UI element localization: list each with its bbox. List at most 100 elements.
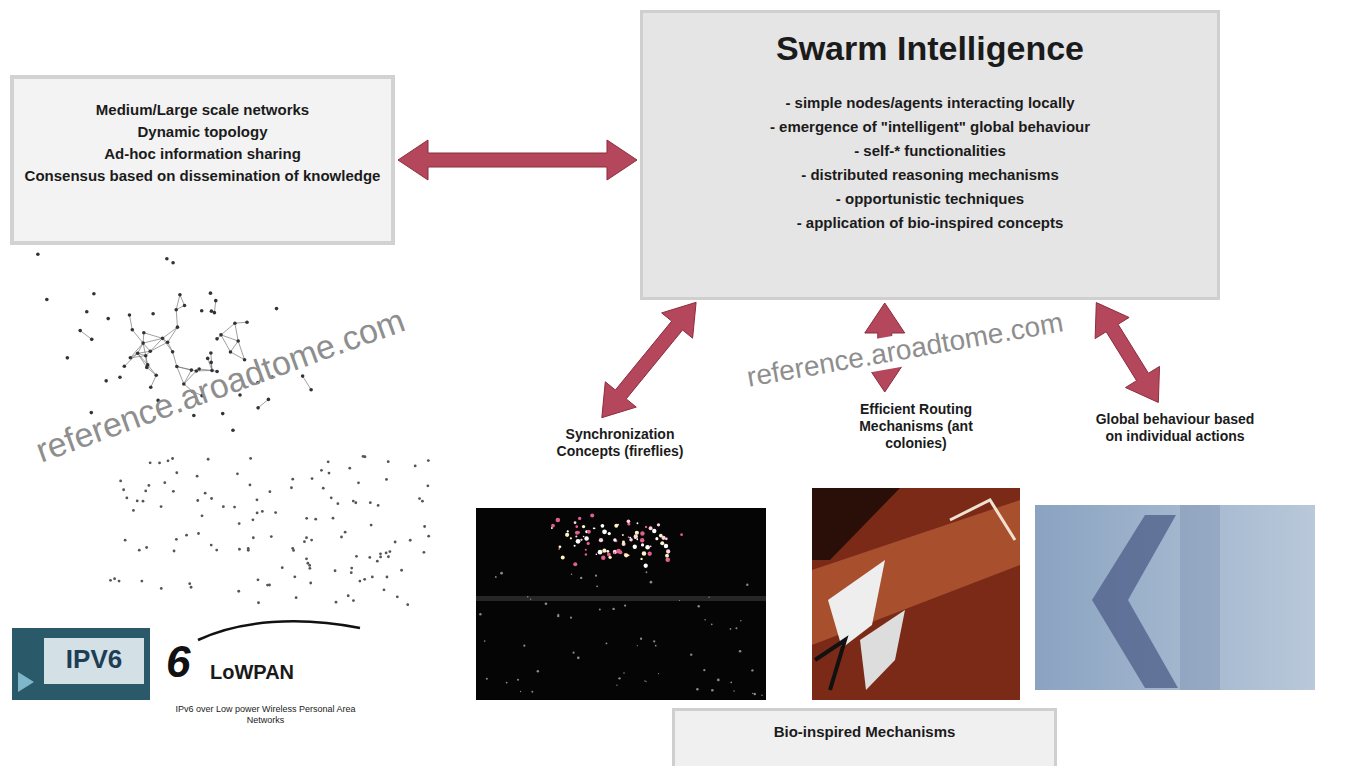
firefly-dot <box>618 550 622 554</box>
ant-leg <box>815 640 845 690</box>
network-dot <box>310 539 313 542</box>
box-text: - distributed reasoning mechanisms <box>653 163 1207 187</box>
network-dot <box>385 552 388 555</box>
network-dot <box>427 535 430 538</box>
box-text: - emergence of "intelligent" global beha… <box>653 115 1207 139</box>
firefly-dot <box>746 584 748 586</box>
network-dot <box>106 317 110 321</box>
panel-caption: Synchronization Concepts (fireflies) <box>540 426 700 460</box>
firefly-dot <box>622 534 624 536</box>
firefly-dot <box>664 544 668 548</box>
network-dot <box>176 325 180 329</box>
network-dot <box>306 562 309 565</box>
network-dot <box>257 601 260 604</box>
network-link <box>221 323 235 335</box>
network-dot <box>252 518 255 521</box>
firefly-dot <box>708 597 709 598</box>
box-text: - self-* functionalities <box>653 139 1207 163</box>
firefly-dot <box>735 627 737 629</box>
firefly-dot <box>666 549 670 553</box>
firefly-dot <box>557 614 559 616</box>
firefly-dot <box>650 581 653 584</box>
network-dot <box>377 504 380 507</box>
firefly-dot <box>660 541 664 545</box>
network-dot <box>141 341 145 345</box>
network-dot <box>158 462 161 465</box>
network-dot <box>237 590 240 593</box>
network-link <box>163 338 173 351</box>
box-text: Consensus based on dissemination of know… <box>24 165 381 187</box>
network-dot <box>303 540 306 543</box>
concept-box: Swarm Intelligence- simple nodes/agents … <box>640 10 1220 300</box>
network-dot <box>383 588 386 591</box>
network-dot <box>45 298 49 302</box>
network-dot <box>160 505 163 508</box>
firefly-dot <box>645 545 650 550</box>
ipv6-logo-panel <box>44 638 144 684</box>
network-dot <box>423 525 426 528</box>
network-dot <box>209 361 213 365</box>
network-dot <box>118 580 121 583</box>
firefly-dot <box>640 531 644 535</box>
firefly-dot <box>665 537 668 540</box>
firefly-dot <box>590 513 594 517</box>
network-dot <box>171 350 175 354</box>
network-dot <box>267 398 271 402</box>
ipv6-logo-mark <box>18 672 34 692</box>
network-dot <box>174 308 178 312</box>
firefly-dot <box>680 533 683 536</box>
network-dot <box>387 555 390 558</box>
network-dot <box>233 506 236 509</box>
network-dot <box>426 484 429 487</box>
firefly-dot <box>599 609 601 611</box>
logo-text: LoWPAN <box>210 660 294 684</box>
network-dot <box>387 460 390 463</box>
network-dot <box>215 549 218 552</box>
network-dot <box>362 455 365 458</box>
panel-caption: Efficient Routing Mechanisms (ant coloni… <box>836 401 996 452</box>
network-link <box>138 351 151 353</box>
network-dot <box>268 490 271 493</box>
network-dot <box>414 464 417 467</box>
firefly-dot <box>640 538 644 542</box>
firefly-dot <box>506 682 508 684</box>
logo-mark: 6 <box>166 638 190 686</box>
network-dot <box>90 338 94 342</box>
network-dot <box>305 517 308 520</box>
box-text: Bio-inspired Mechanisms <box>685 721 1044 743</box>
network-link <box>303 376 311 390</box>
network-dot <box>231 428 235 432</box>
network-link <box>150 342 167 351</box>
network-dot <box>334 569 337 572</box>
firefly-dot <box>696 688 699 691</box>
network-dot <box>261 510 264 513</box>
firefly-dot <box>577 657 580 660</box>
network-dot <box>418 497 421 500</box>
network-dot <box>350 571 353 574</box>
network-dot <box>136 351 140 355</box>
network-dot <box>113 577 116 580</box>
firefly-dot <box>617 524 619 526</box>
network-dot <box>320 469 323 472</box>
network-dot <box>142 500 145 503</box>
box-text: - opportunistic techniques <box>653 187 1207 211</box>
network-dot <box>314 518 317 521</box>
network-dot <box>142 331 146 335</box>
network-dot <box>201 514 204 517</box>
network-dot <box>295 596 298 599</box>
network-dot <box>167 459 170 462</box>
network-dot <box>427 459 430 462</box>
network-dot <box>238 522 241 525</box>
firefly-dot <box>751 669 753 671</box>
network-dot <box>376 560 379 563</box>
network-dot <box>171 261 175 265</box>
network-dot <box>144 354 148 358</box>
network-dot <box>123 365 127 369</box>
watermark: reference.aroadtome.com <box>31 301 410 470</box>
firefly-dot <box>596 585 598 587</box>
network-dot <box>185 534 188 537</box>
flock-shade <box>1180 505 1220 690</box>
double-arrow <box>398 140 637 180</box>
box-text: Dynamic topology <box>24 121 381 143</box>
network-link <box>124 353 137 366</box>
